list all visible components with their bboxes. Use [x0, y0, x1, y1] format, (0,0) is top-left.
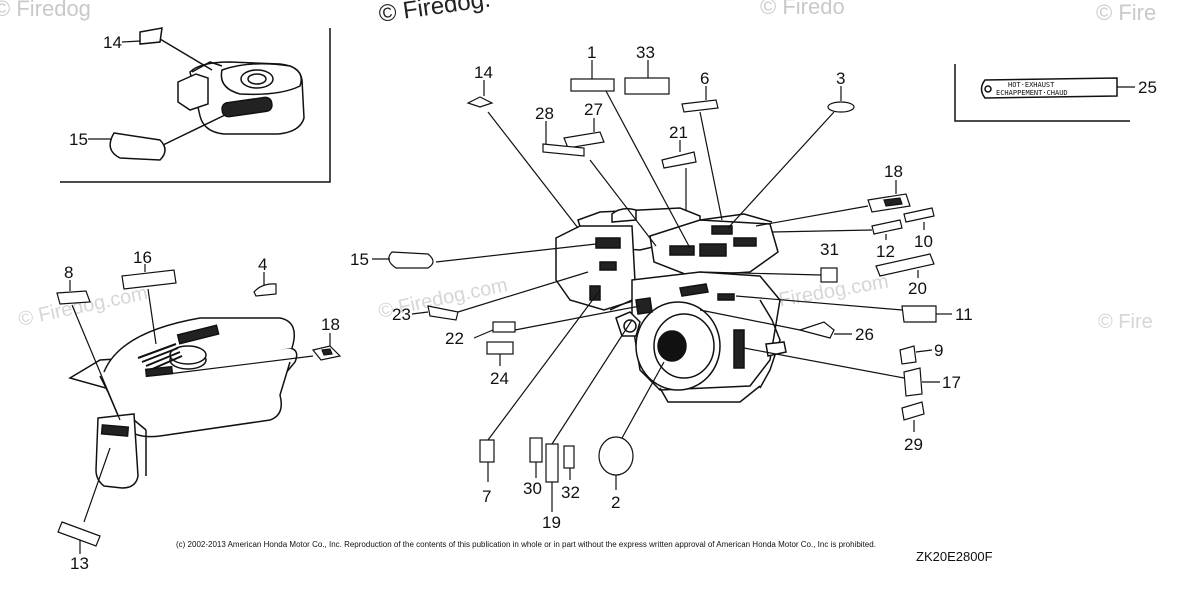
callout-29-label: 29 [904, 435, 923, 454]
callout-18-tank-label: 18 [321, 315, 340, 334]
callout-28 [542, 121, 657, 247]
callout-33-label: 33 [636, 43, 655, 62]
inset-air-cleaner [60, 27, 331, 183]
callout-18-engine [755, 180, 911, 227]
callout-31 [699, 267, 838, 283]
callout-21-label: 21 [669, 123, 688, 142]
callout-14-engine [466, 80, 579, 229]
callout-2-label: 2 [611, 493, 620, 512]
callout-1-label: 1 [587, 43, 596, 62]
callout-11 [735, 295, 952, 323]
callout-12 [771, 219, 903, 240]
callout-32 [563, 445, 575, 480]
callout-10 [903, 207, 935, 230]
callout-15-engine-label: 15 [350, 250, 369, 269]
callout-26-label: 26 [855, 325, 874, 344]
callout-2 [598, 361, 665, 490]
watermark-top-far-right: © Fire [1096, 0, 1156, 25]
callout-29 [901, 401, 925, 432]
callout-24-label: 24 [490, 369, 509, 388]
callout-20 [875, 253, 935, 278]
callout-14-engine-label: 14 [474, 63, 493, 82]
callout-8-label: 8 [64, 263, 73, 282]
callout-3 [727, 86, 855, 229]
callout-20-label: 20 [908, 279, 927, 298]
callout-31-label: 31 [820, 240, 839, 259]
engine [555, 207, 787, 403]
svg-text:25: 25 [1138, 78, 1157, 97]
diagram-code: ZK20E2800F [916, 549, 993, 564]
callout-17 [743, 347, 940, 397]
callout-27 [563, 118, 605, 149]
callout-10-label: 10 [914, 232, 933, 251]
inset-hot-exhaust-label [954, 64, 1130, 122]
callout-13 [57, 447, 111, 554]
callout-25: 25 [1117, 78, 1157, 97]
svg-text:14: 14 [103, 33, 122, 52]
callout-19 [545, 319, 633, 512]
callout-15-engine [372, 243, 597, 269]
callout-23 [411, 271, 589, 321]
copyright-notice: (c) 2002-2013 American Honda Motor Co., … [176, 540, 876, 549]
callout-23-label: 23 [392, 305, 411, 324]
callout-26 [699, 309, 852, 339]
watermark-mid-far-right: © Fire [1098, 311, 1153, 333]
callout-27-label: 27 [584, 100, 603, 119]
callout-1 [570, 60, 691, 249]
callout-28-label: 28 [535, 104, 554, 123]
callout-16-label: 16 [133, 248, 152, 267]
callout-24 [486, 341, 514, 366]
callout-30-label: 30 [523, 479, 542, 498]
watermark-top-left: © Firedog [0, 0, 91, 21]
callout-33 [624, 60, 670, 95]
callout-16 [121, 264, 177, 345]
callout-14-inset: 14 [103, 33, 141, 52]
watermark-top-center: © Firedog. [377, 0, 492, 28]
callout-32-label: 32 [561, 483, 580, 502]
callout-18-tank [167, 333, 342, 375]
callout-7 [479, 289, 601, 482]
label-25-line2: ECHAPPEMENT·CHAUD [996, 89, 1068, 97]
callout-30 [529, 437, 543, 478]
callout-6-label: 6 [700, 69, 709, 88]
callout-7-label: 7 [482, 487, 491, 506]
callout-11-label: 11 [955, 305, 973, 324]
watermark-top-right: © Firedo [760, 0, 845, 19]
callout-21 [661, 140, 697, 210]
callout-17-label: 17 [942, 373, 961, 392]
fuel-tank [68, 317, 298, 489]
callout-6 [681, 86, 723, 221]
callout-3-label: 3 [836, 69, 845, 88]
callout-22 [473, 305, 641, 339]
svg-text:15: 15 [69, 130, 88, 149]
callout-4-label: 4 [258, 255, 267, 274]
callout-22-label: 22 [445, 329, 464, 348]
callout-19-label: 19 [542, 513, 561, 532]
callout-8 [56, 280, 121, 421]
callout-15-inset: 15 [69, 130, 112, 149]
callout-4 [253, 272, 277, 297]
callout-9 [899, 345, 933, 365]
watermark-mid-left: © Firedog.com [16, 282, 149, 331]
callout-13-label: 13 [70, 554, 89, 573]
callout-9-label: 9 [934, 341, 943, 360]
callout-12-label: 12 [876, 242, 895, 261]
callout-18-engine-label: 18 [884, 162, 903, 181]
label-25-line1: HOT·EXHAUST [1008, 81, 1055, 89]
